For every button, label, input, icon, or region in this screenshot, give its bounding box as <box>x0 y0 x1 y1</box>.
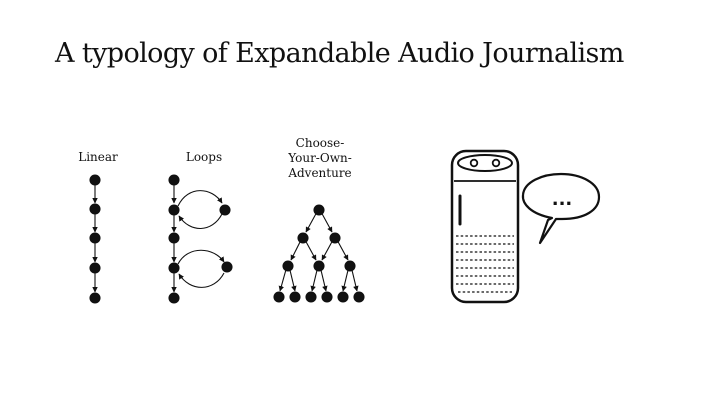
cyoa-label: Choose- Your-Own- Adventure <box>270 136 370 181</box>
tree-node <box>313 260 325 272</box>
speech-bubble-icon <box>521 172 601 245</box>
tree-node <box>344 260 356 272</box>
speech-bubble-text: ... <box>552 189 573 210</box>
tree-leaf <box>273 291 285 303</box>
tree-leaf <box>321 291 333 303</box>
tree-leaf <box>337 291 349 303</box>
linear-node <box>89 232 101 244</box>
loop-edge-back <box>178 213 223 230</box>
linear-label: Linear <box>78 150 118 164</box>
tree-leaf <box>353 291 365 303</box>
tree-node <box>282 260 294 272</box>
tree-node <box>297 232 309 244</box>
linear-node <box>89 203 101 215</box>
loops-label: Loops <box>185 150 223 164</box>
cyoa-label-line-2: Your-Own- <box>288 151 352 165</box>
loops-diagram <box>168 174 233 304</box>
linear-diagram <box>89 174 101 304</box>
loops-node <box>168 174 180 186</box>
cyoa-label-line-3: Adventure <box>288 166 352 180</box>
cyoa-label-line-1: Choose- <box>295 136 345 150</box>
loop-edge-back <box>178 272 225 288</box>
loops-node <box>168 292 180 304</box>
tree-node <box>329 232 341 244</box>
loops-node <box>168 204 180 216</box>
linear-node <box>89 174 101 186</box>
slide-title: A typology of Expandable Audio Journalis… <box>55 38 624 69</box>
linear-node <box>89 262 101 274</box>
tree-leaf <box>289 291 301 303</box>
loops-side-node <box>219 204 231 216</box>
loops-node <box>168 262 180 274</box>
smart-speaker-icon <box>450 149 520 304</box>
loop-edge-out <box>177 249 225 265</box>
loop-edge-out <box>177 190 223 207</box>
loops-side-node <box>221 261 233 273</box>
linear-node <box>89 292 101 304</box>
tree-node-root <box>313 204 325 216</box>
tree-leaf <box>305 291 317 303</box>
cyoa-tree-diagram <box>273 204 365 303</box>
loops-node <box>168 232 180 244</box>
